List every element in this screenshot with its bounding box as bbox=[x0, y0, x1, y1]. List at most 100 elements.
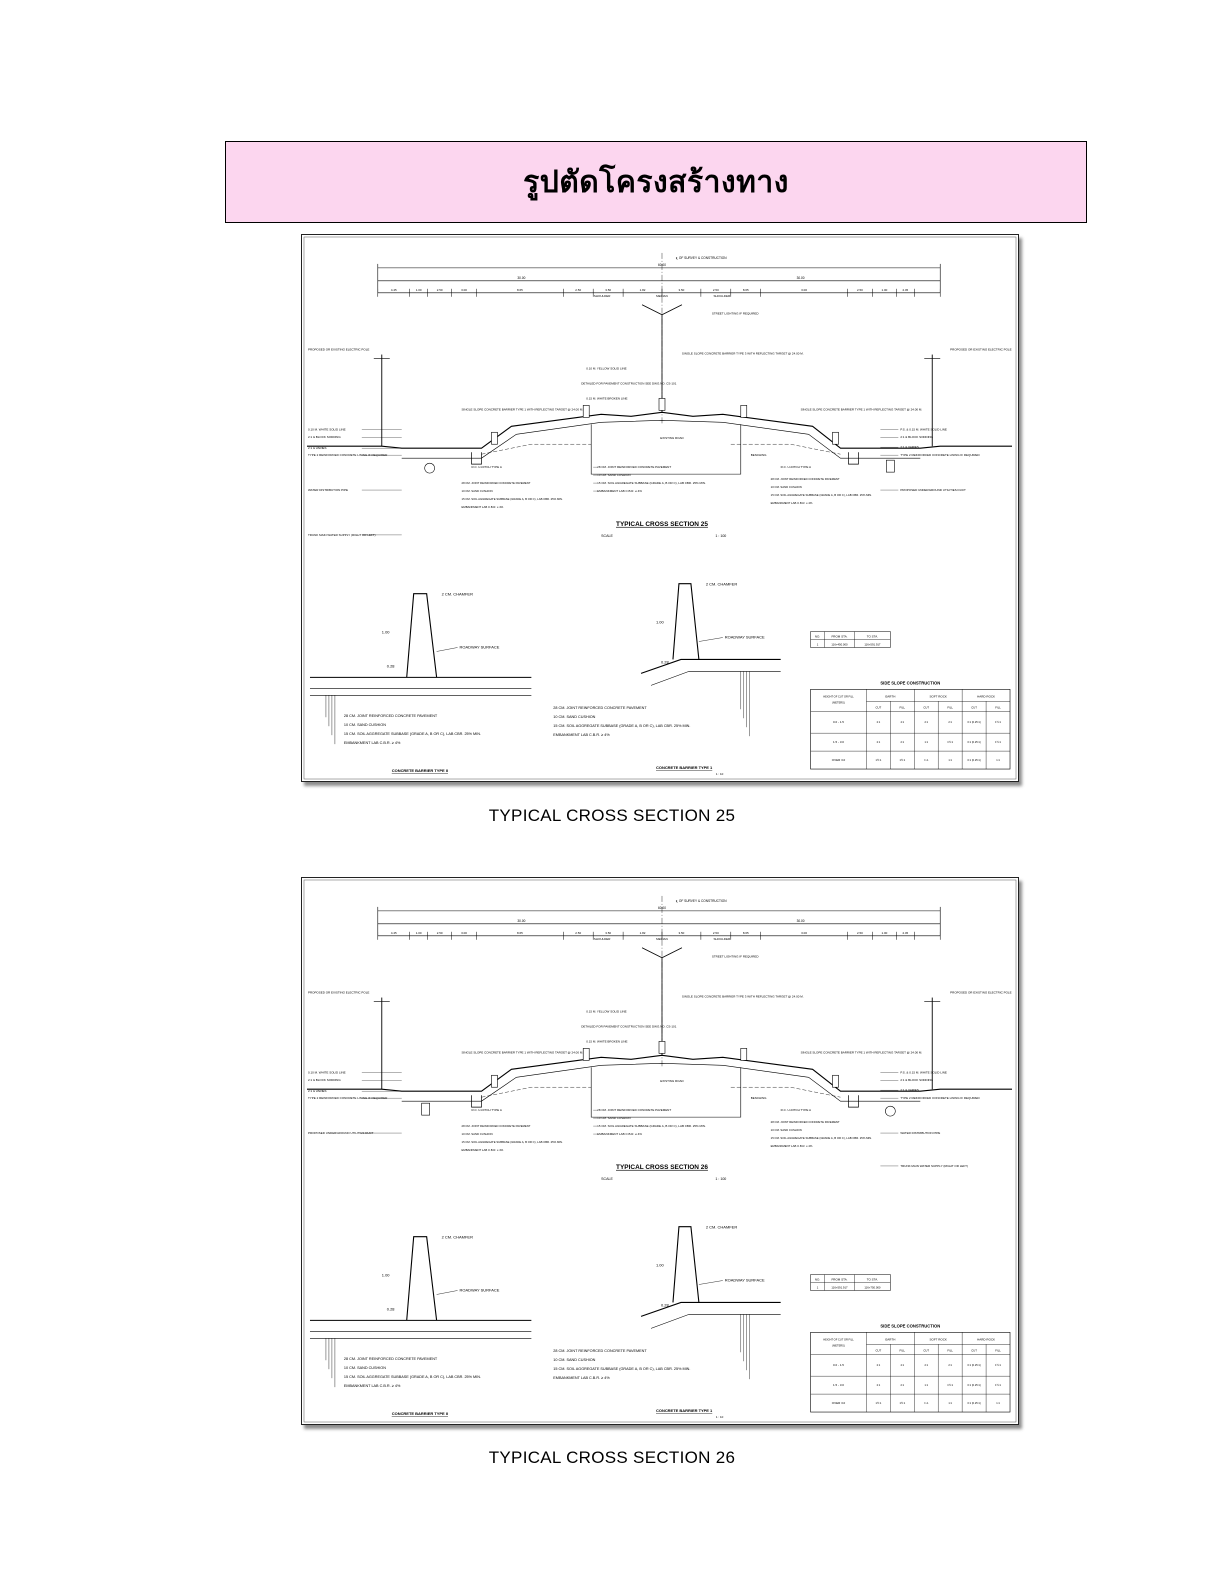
layer-label-left: EMBANKMENT LAB C.B.R. ≥ 4% bbox=[462, 505, 504, 509]
barrier1-layer-label: EMBANKMENT LAB C.B.R. ≥ 4% bbox=[553, 1376, 610, 1380]
white-broken-line-label: 0.15 M. WHITE BROKEN LINE bbox=[586, 396, 627, 400]
u-ditch bbox=[471, 452, 482, 465]
barrier2-layer-label: 10 CM. SAND CUSHION bbox=[344, 723, 386, 727]
annotation-left: 0.10 M. WHITE SOLID LINE bbox=[308, 427, 346, 431]
street-light-arm bbox=[661, 304, 683, 316]
slope-table-cell: 1½:1 bbox=[995, 1363, 1001, 1367]
slope-table-header: HEIGHT OF CUT OR FILL bbox=[823, 1337, 854, 1341]
slope-table-cell: 2:1 bbox=[877, 1363, 881, 1367]
barrier2-roadway-label: ROADWAY SURFACE bbox=[460, 1287, 500, 1292]
dimension-value: 2.50 bbox=[575, 931, 581, 935]
barrier1-height-label: 1.00 bbox=[656, 620, 665, 625]
slope-table-cell: 2:1 bbox=[901, 740, 905, 744]
centerline-label: ℄ OF SURVEY & CONSTRUCTION bbox=[675, 256, 727, 260]
dimension-value: 2.50 bbox=[857, 288, 863, 292]
barrier2-chamfer-label: 2 CM. CHAMFER bbox=[442, 592, 473, 597]
annotation-left: 2:1 & BLOCK SODDING bbox=[308, 1078, 341, 1082]
station-table-header: NO. bbox=[815, 1278, 820, 1282]
scale-label: SCALE bbox=[601, 1177, 613, 1181]
barrier1-base-label: 0.28 bbox=[661, 1302, 670, 1307]
slope-table-subheader: FILL bbox=[995, 705, 1001, 709]
u-ditch-label-left: R.C. U-DITCH TYPE A bbox=[472, 1108, 502, 1112]
u-ditch bbox=[848, 1095, 859, 1108]
slope-table-cell: 4:1 bbox=[901, 1363, 905, 1367]
barrier-type1-label-left: SINGLE SLOPE CONCRETE BARRIER TYPE 1 WIT… bbox=[462, 1050, 584, 1054]
barrier1-layer bbox=[650, 671, 781, 686]
dimension-value: 3.50 bbox=[679, 931, 685, 935]
u-ditch-label-left: R.C. U-DITCH TYPE A bbox=[472, 465, 502, 469]
slope-table-cell: 2:1 bbox=[948, 720, 952, 724]
layer-label-center: 10 CM. SAND CUSHION bbox=[597, 1116, 630, 1120]
station-table-header: TO STA. bbox=[867, 1278, 879, 1282]
barrier1-roadway-label: ROADWAY SURFACE bbox=[725, 635, 765, 640]
water-pipe bbox=[424, 462, 435, 474]
annotation-left: 2:1 & BLOCK SODDING bbox=[308, 435, 341, 439]
annotation-left: 0.10 M. WHITE SOLID LINE bbox=[308, 1070, 346, 1074]
barrier2-base-label: 0.28 bbox=[387, 663, 396, 668]
layer-label-right: EMBANKMENT LAB C.B.R. ≥ 4% bbox=[771, 501, 813, 505]
dimension-value: 1.00 bbox=[416, 931, 422, 935]
dimension-value: 8.65 bbox=[743, 931, 749, 935]
slope-table-subheader: FILL bbox=[947, 705, 953, 709]
layer-label-center: EMBANKMENT LAB C.B.R. ≥ 4% bbox=[597, 1132, 642, 1136]
annotation-left: WATER DISTRIBUTION PIPE bbox=[308, 488, 348, 492]
annotation-right: TRUNK MAIN WATER SUPPLY (RIGHT OR LEFT) bbox=[900, 1164, 968, 1168]
annotation-right: 2:1 & BLOCK SODDING bbox=[900, 1078, 933, 1082]
layer-label-left: 28 CM. JOINT REINFORCED CONCRETE PAVEMEN… bbox=[462, 1124, 531, 1128]
slope-table-cell: 1½:1 bbox=[876, 758, 882, 762]
street-light-pole bbox=[641, 947, 663, 1056]
annotation-right: WATER DISTRIBUTION PIPE bbox=[900, 1131, 940, 1135]
slope-table-subheader: CUT bbox=[876, 1348, 882, 1352]
annotation-right: PROPOSED UNDERGROUND UTILITIES DUCT bbox=[900, 488, 966, 492]
benching-label: BENCHING bbox=[751, 1096, 767, 1100]
slope-table-subheader: CUT bbox=[971, 705, 977, 709]
layer-label-right: 10 CM. SAND CUSHION bbox=[771, 1128, 802, 1132]
street-light-pole bbox=[641, 304, 663, 413]
barrier2-layer-label: 15 CM. SOIL AGGREGATE SUBBASE (GRADE A, … bbox=[344, 732, 481, 736]
slope-table-subheader: FILL bbox=[947, 1348, 953, 1352]
slope-table-cell: 2:1 bbox=[924, 720, 928, 724]
barrier1-chamfer-label: 2 CM. CHAMFER bbox=[706, 1225, 737, 1230]
annotation-right: 2:1 & VARIES bbox=[900, 1088, 919, 1092]
annotation-right: P.S. & 0.15 M. WHITE SOLID LINE bbox=[900, 1070, 947, 1074]
leader-line bbox=[698, 637, 723, 642]
slope-table-cell: 4:1 bbox=[901, 720, 905, 724]
leader-line bbox=[698, 1280, 723, 1285]
drawing-title: TYPICAL CROSS SECTION 26 bbox=[616, 1164, 708, 1171]
barrier1-scale: 1 : 10 bbox=[716, 772, 724, 776]
barrier2-base-label: 0.28 bbox=[387, 1306, 396, 1311]
benching-label: BENCHING bbox=[751, 453, 767, 457]
pavement-detail-label: DETAILED FOR PAVEMENT CONSTRUCTION SEE D… bbox=[581, 381, 677, 385]
street-light-label: STREET LIGHTING IF REQUIRED bbox=[712, 955, 760, 959]
shoulder-label-right: SHOULDER bbox=[714, 294, 731, 298]
pavement-bottom bbox=[401, 420, 921, 459]
dimension-value: 1.00 bbox=[881, 931, 887, 935]
slope-table-cell: 1:1 bbox=[996, 1401, 1000, 1405]
concrete-barrier bbox=[658, 1041, 666, 1054]
barrier1-layer-label: 15 CM. SOIL AGGREGATE SUBBASE (GRADE A, … bbox=[553, 724, 690, 728]
excavation-box bbox=[590, 1067, 742, 1118]
slope-table-cell: 0:1 (0.25:1) bbox=[968, 740, 981, 744]
slope-table-header: SOFT ROCK bbox=[930, 1337, 947, 1341]
slope-table-cell: 1.5 - 3.0 bbox=[833, 740, 844, 744]
drawing-title: TYPICAL CROSS SECTION 25 bbox=[616, 521, 708, 528]
slope-table-cell: 1.5 - 3.0 bbox=[833, 1383, 844, 1387]
slope-table-cell: 0.0 - 1.5 bbox=[833, 720, 844, 724]
u-ditch-label-right: R.C. U-DITCH TYPE A bbox=[781, 465, 811, 469]
concrete-barrier bbox=[740, 405, 748, 418]
dimension-value: 2.50 bbox=[713, 931, 719, 935]
road-surface-profile bbox=[306, 1054, 1013, 1092]
concrete-barrier bbox=[582, 1048, 590, 1061]
layer-label-left: 15 CM. SOIL AGGREGATE SUBBASE (GRADE A, … bbox=[462, 497, 564, 501]
station-table-header: FROM STA. bbox=[831, 1278, 847, 1282]
slope-table-cell: 1:1 bbox=[924, 1383, 928, 1387]
layer-label-center: 28 CM. JOINT REINFORCED CONCRETE PAVEMEN… bbox=[597, 465, 671, 469]
slope-table-cell: OVER 3.0 bbox=[832, 758, 846, 762]
station-table-cell: 116+591.917 bbox=[831, 1285, 848, 1289]
barrier2-profile bbox=[406, 593, 438, 678]
page-title-box: รูปตัดโครงสร้างทาง bbox=[225, 141, 1087, 223]
scale-label: SCALE bbox=[601, 534, 613, 538]
layer-label-left: 10 CM. SAND CUSHION bbox=[462, 1132, 493, 1136]
